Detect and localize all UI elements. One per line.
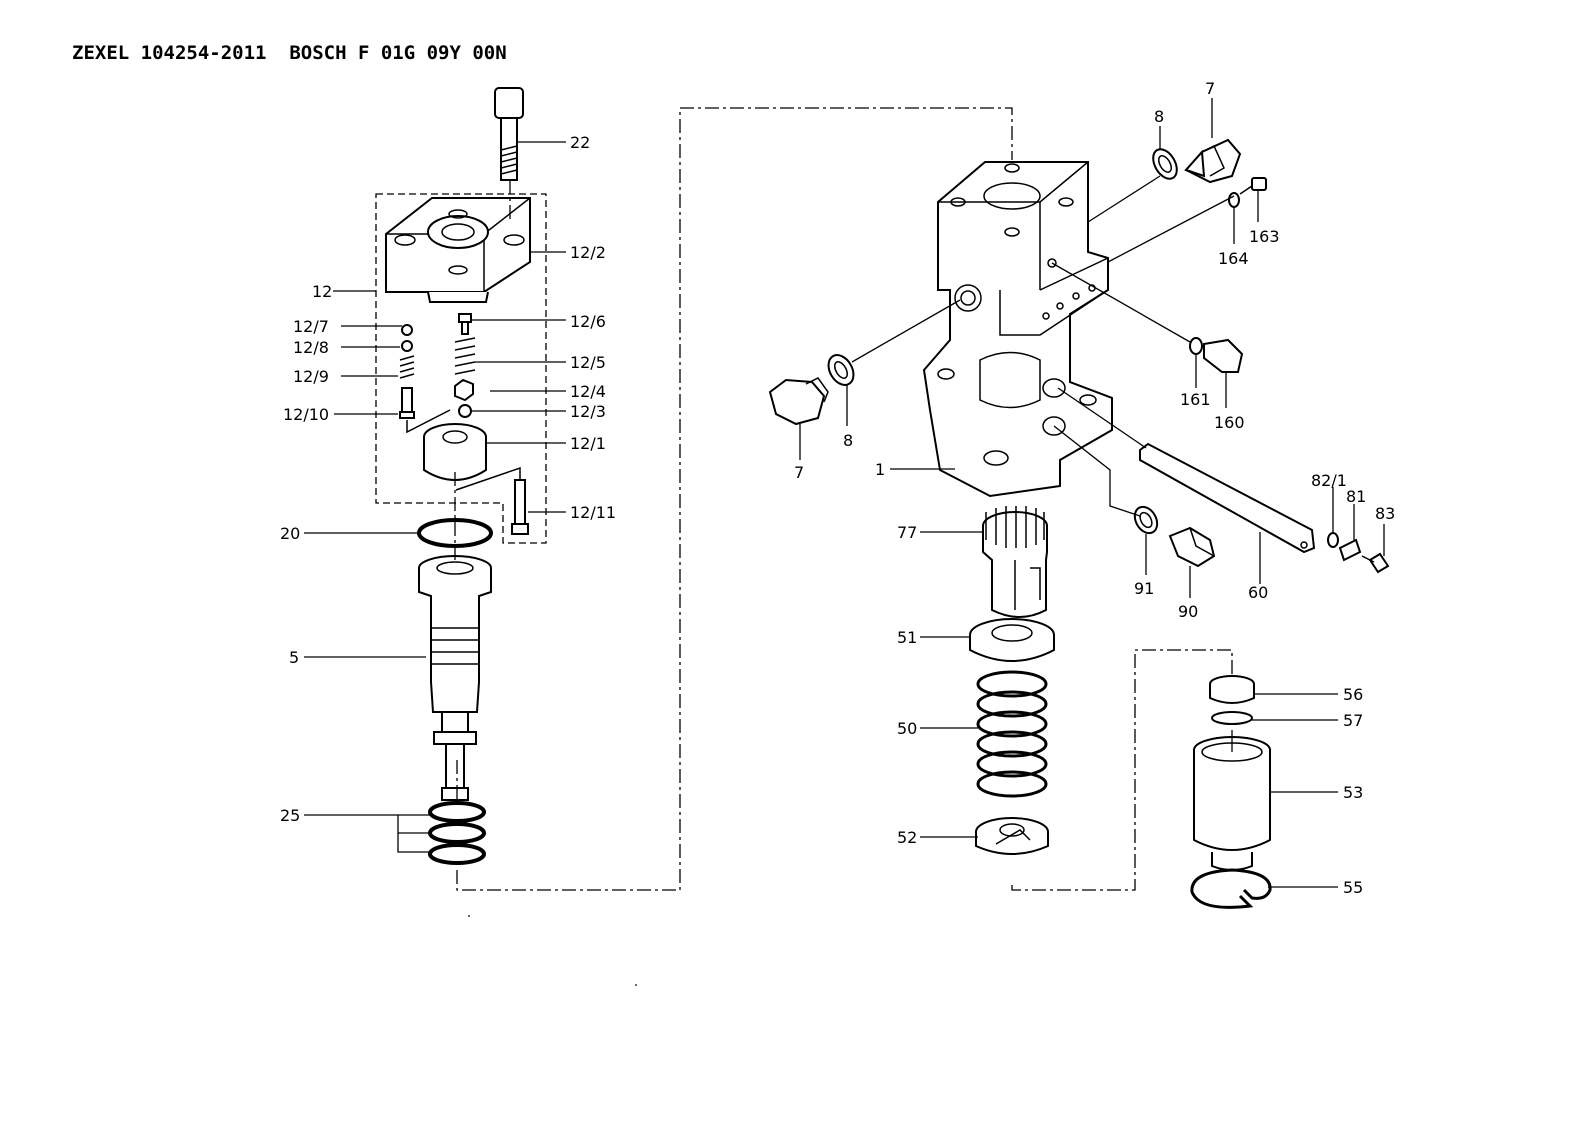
washer-91	[1053, 425, 1159, 575]
bolt-83	[1361, 524, 1390, 574]
label-12-6: 12/6	[570, 312, 606, 331]
label-7-left: 7	[794, 463, 804, 482]
label-1: 1	[875, 460, 885, 479]
label-12-3: 12/3	[570, 402, 606, 421]
label-82-1: 82/1	[1311, 471, 1347, 490]
label-25: 25	[280, 806, 300, 825]
label-50: 50	[897, 719, 917, 738]
plug-7-upper	[1184, 98, 1242, 184]
label-90: 90	[1178, 602, 1198, 621]
label-53: 53	[1343, 783, 1363, 802]
spring-50	[920, 670, 1048, 798]
label-12-4: 12/4	[570, 382, 606, 401]
label-12-8: 12/8	[293, 338, 329, 357]
label-163: 163	[1249, 227, 1280, 246]
washer-8-left	[827, 299, 961, 426]
label-161: 161	[1180, 390, 1211, 409]
washer-161	[1051, 262, 1203, 388]
label-12-5: 12/5	[570, 353, 606, 372]
flange-12-2	[385, 197, 566, 303]
seat-51	[920, 618, 1055, 662]
small-parts-12	[334, 313, 566, 535]
plug-90	[1168, 526, 1216, 598]
springs-25	[304, 801, 486, 865]
cup-53	[1193, 730, 1338, 871]
cap-56	[1209, 675, 1338, 704]
pin-81	[1338, 504, 1362, 562]
label-60: 60	[1248, 583, 1268, 602]
assembly-connector-line	[456, 107, 1013, 891]
label-51: 51	[897, 628, 917, 647]
element-5	[304, 555, 492, 801]
washer-164	[1107, 192, 1240, 263]
label-5: 5	[289, 648, 299, 667]
label-12-7: 12/7	[293, 317, 329, 336]
washer-8-upper	[1087, 126, 1178, 223]
plug-7-left	[768, 377, 829, 460]
label-91: 91	[1134, 579, 1154, 598]
housing-1	[890, 161, 1113, 498]
label-22: 22	[570, 133, 590, 152]
label-55: 55	[1343, 878, 1363, 897]
label-57: 57	[1343, 711, 1363, 730]
circlip-55	[1190, 868, 1338, 909]
washer-82-1	[1327, 487, 1339, 548]
o-ring-20	[304, 518, 493, 548]
plug-160	[1203, 338, 1244, 408]
label-8-left: 8	[843, 431, 853, 450]
label-12-10: 12/10	[283, 405, 329, 424]
label-12-2: 12/2	[570, 243, 606, 262]
label-164: 164	[1218, 249, 1249, 268]
label-8-upper: 8	[1154, 107, 1164, 126]
label-77: 77	[897, 523, 917, 542]
label-56: 56	[1343, 685, 1363, 704]
diagram-title: ZEXEL 104254-2011 BOSCH F 01G 09Y 00N	[72, 42, 507, 64]
washer-57	[1211, 711, 1338, 725]
label-52: 52	[897, 828, 917, 847]
label-12-11: 12/11	[570, 503, 616, 522]
label-12-1: 12/1	[570, 434, 606, 453]
label-83: 83	[1375, 504, 1395, 523]
label-12-9: 12/9	[293, 367, 329, 386]
rod-60	[1057, 387, 1316, 584]
label-160: 160	[1214, 413, 1245, 432]
bolt-163	[1239, 177, 1267, 222]
group-12-boundary	[375, 193, 547, 544]
label-7-upper: 7	[1205, 79, 1215, 98]
bolt-22	[494, 87, 566, 181]
label-20: 20	[280, 524, 300, 543]
label-12: 12	[312, 282, 332, 301]
sleeve-77	[920, 506, 1048, 618]
label-81: 81	[1346, 487, 1366, 506]
seat-52	[920, 817, 1049, 855]
